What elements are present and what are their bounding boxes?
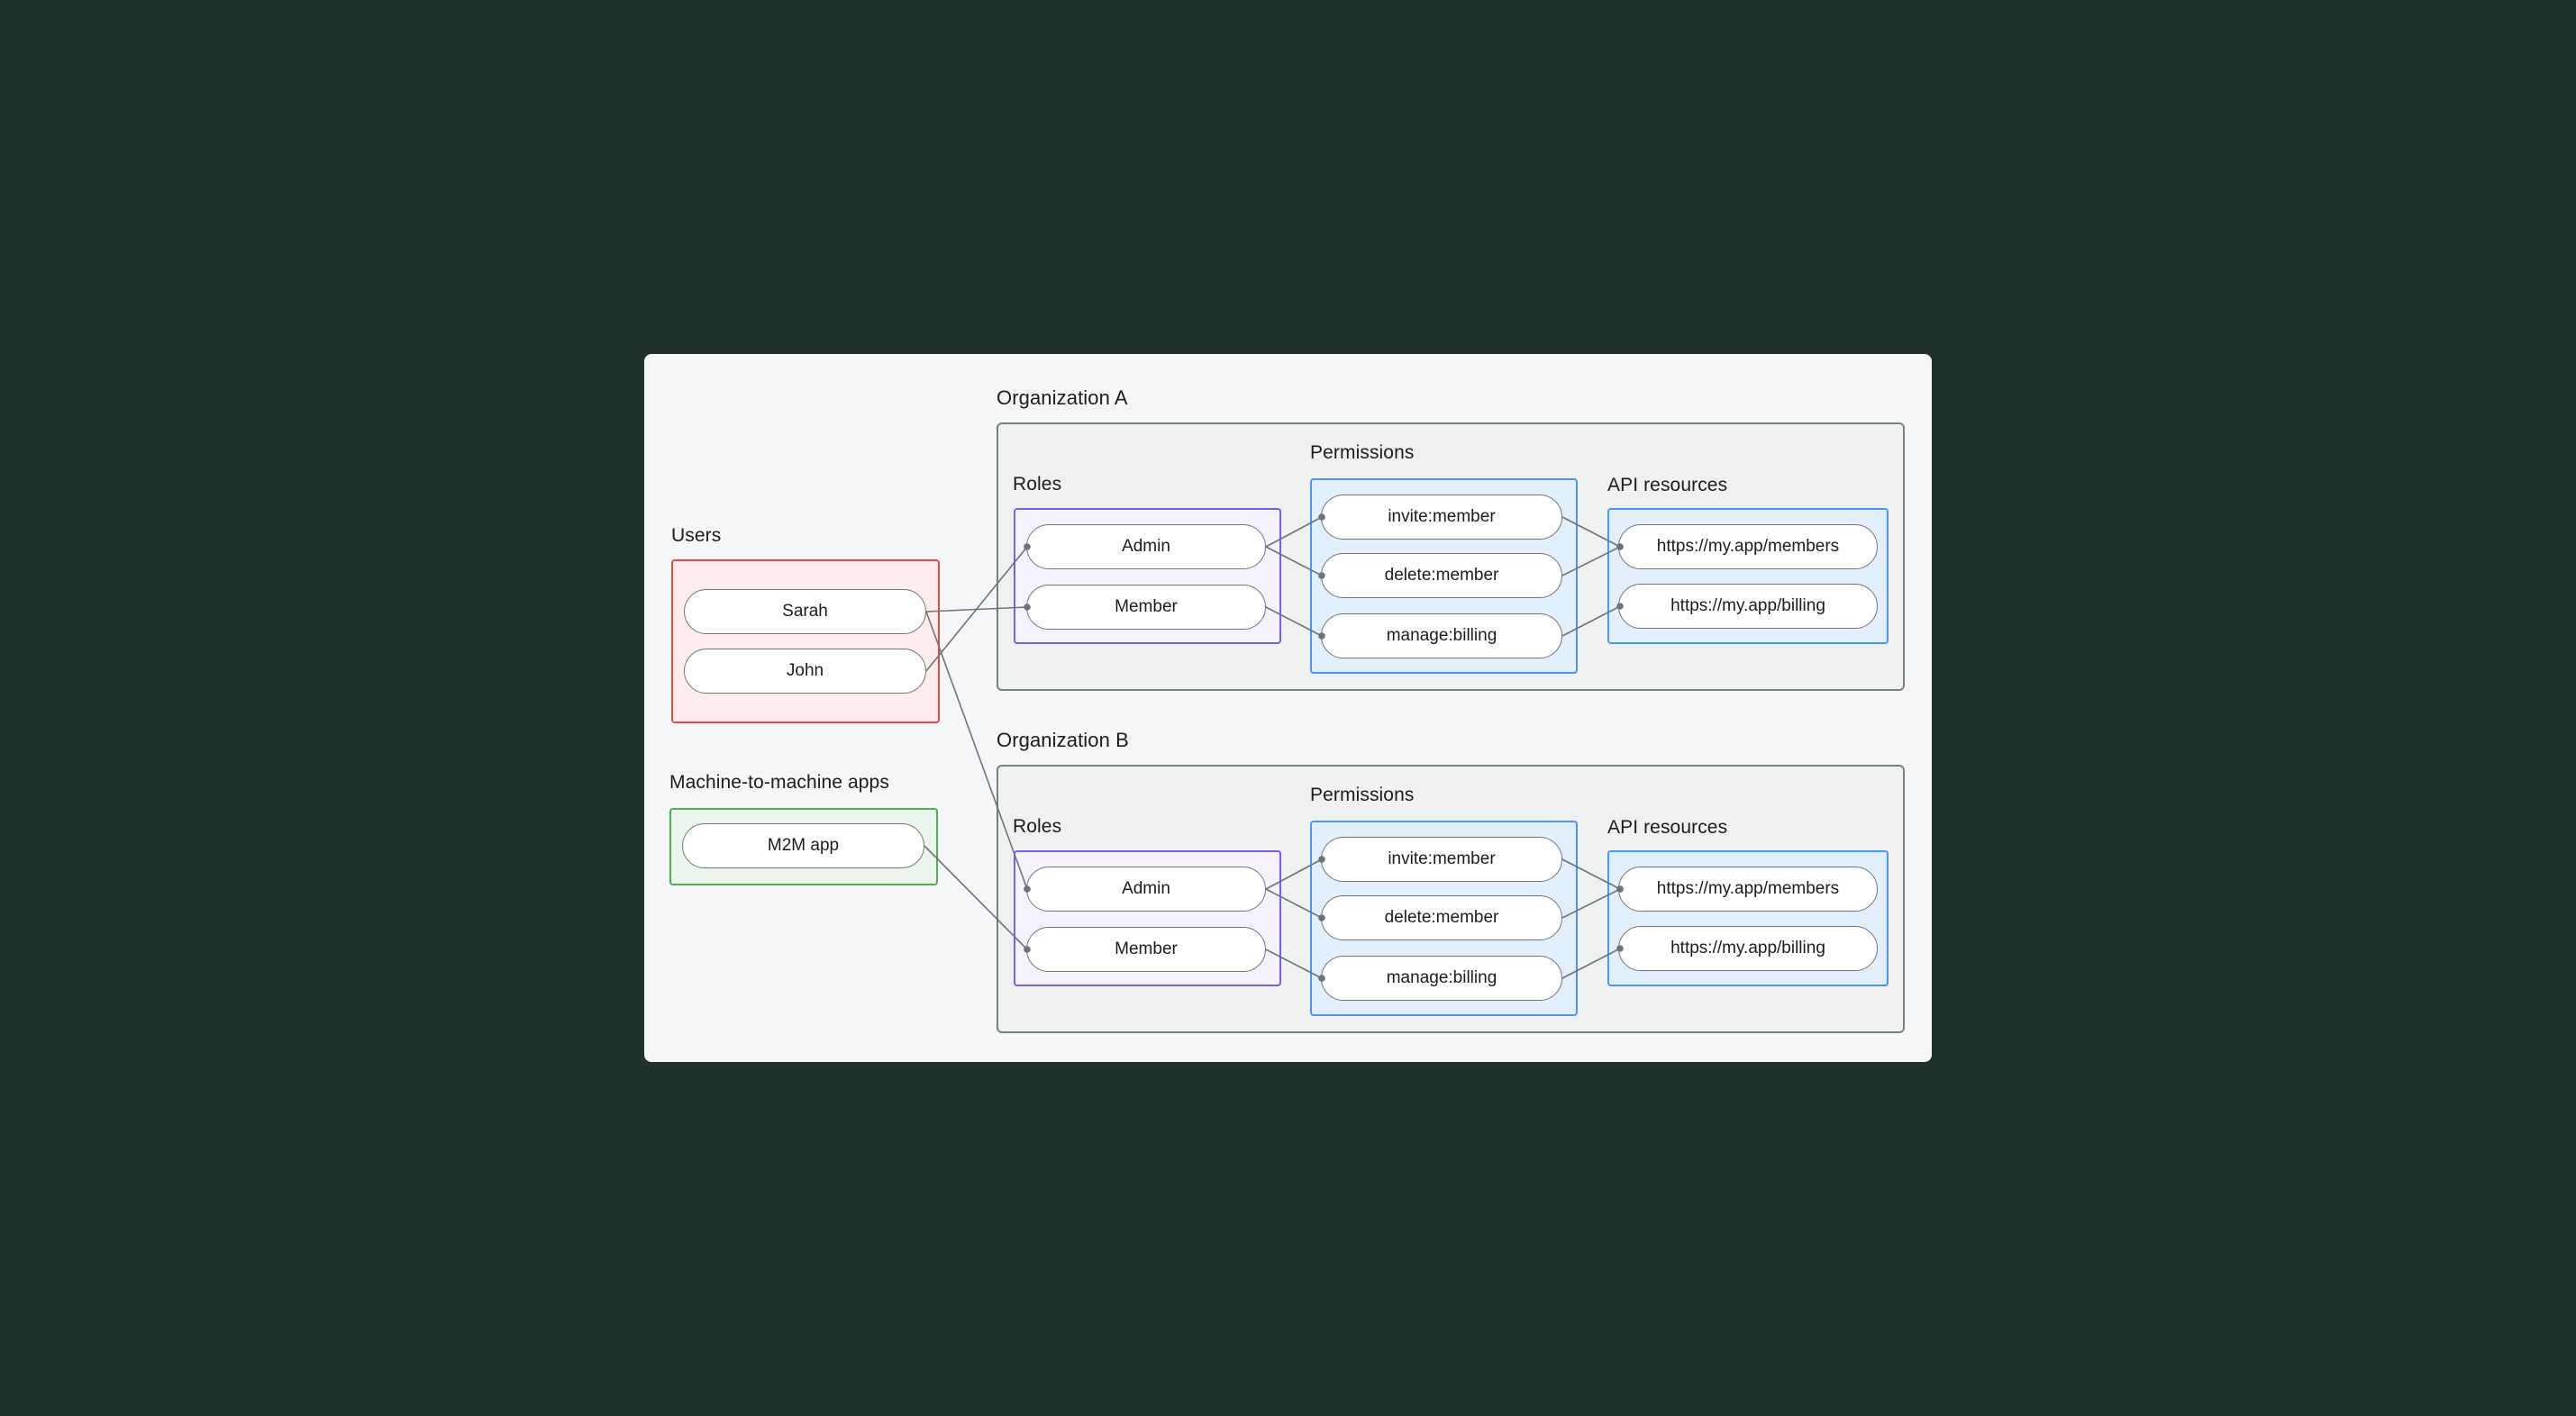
org-a-title: Organization A — [997, 386, 1128, 409]
org-b-role-member: Member — [1026, 927, 1266, 972]
org-b-role-admin: Admin — [1026, 867, 1266, 912]
org-a-permission-manage: manage:billing — [1321, 613, 1562, 658]
org-a-role-admin: Admin — [1026, 524, 1266, 569]
org-a-api-label: API resources — [1607, 475, 1728, 495]
org-b-title: Organization B — [997, 729, 1129, 751]
user-node-john: John — [684, 649, 926, 694]
org-a-roles-label: Roles — [1013, 474, 1062, 495]
org-a-permission-delete: delete:member — [1321, 553, 1562, 598]
org-a-role-member: Member — [1026, 585, 1266, 630]
org-a-permission-invite: invite:member — [1321, 495, 1562, 540]
users-group-label: Users — [671, 525, 722, 546]
user-node-sarah: Sarah — [684, 589, 926, 634]
m2m-group-label: Machine-to-machine apps — [669, 772, 889, 793]
users-group-box — [671, 559, 940, 723]
org-b-permissions-label: Permissions — [1310, 785, 1415, 805]
org-a-permissions-label: Permissions — [1310, 442, 1415, 463]
org-a-api-members: https://my.app/members — [1618, 524, 1878, 569]
org-b-permission-delete: delete:member — [1321, 895, 1562, 940]
org-b-api-members: https://my.app/members — [1618, 867, 1878, 912]
rbac-diagram: Users Sarah John Machine-to-machine apps… — [644, 354, 1932, 1062]
org-b-api-label: API resources — [1607, 817, 1728, 838]
org-b-roles-label: Roles — [1013, 816, 1062, 837]
org-b-permission-invite: invite:member — [1321, 837, 1562, 882]
org-b-permission-manage: manage:billing — [1321, 956, 1562, 1001]
org-a-api-billing: https://my.app/billing — [1618, 584, 1878, 629]
org-b-api-billing: https://my.app/billing — [1618, 926, 1878, 971]
m2m-app-node: M2M app — [682, 823, 924, 868]
